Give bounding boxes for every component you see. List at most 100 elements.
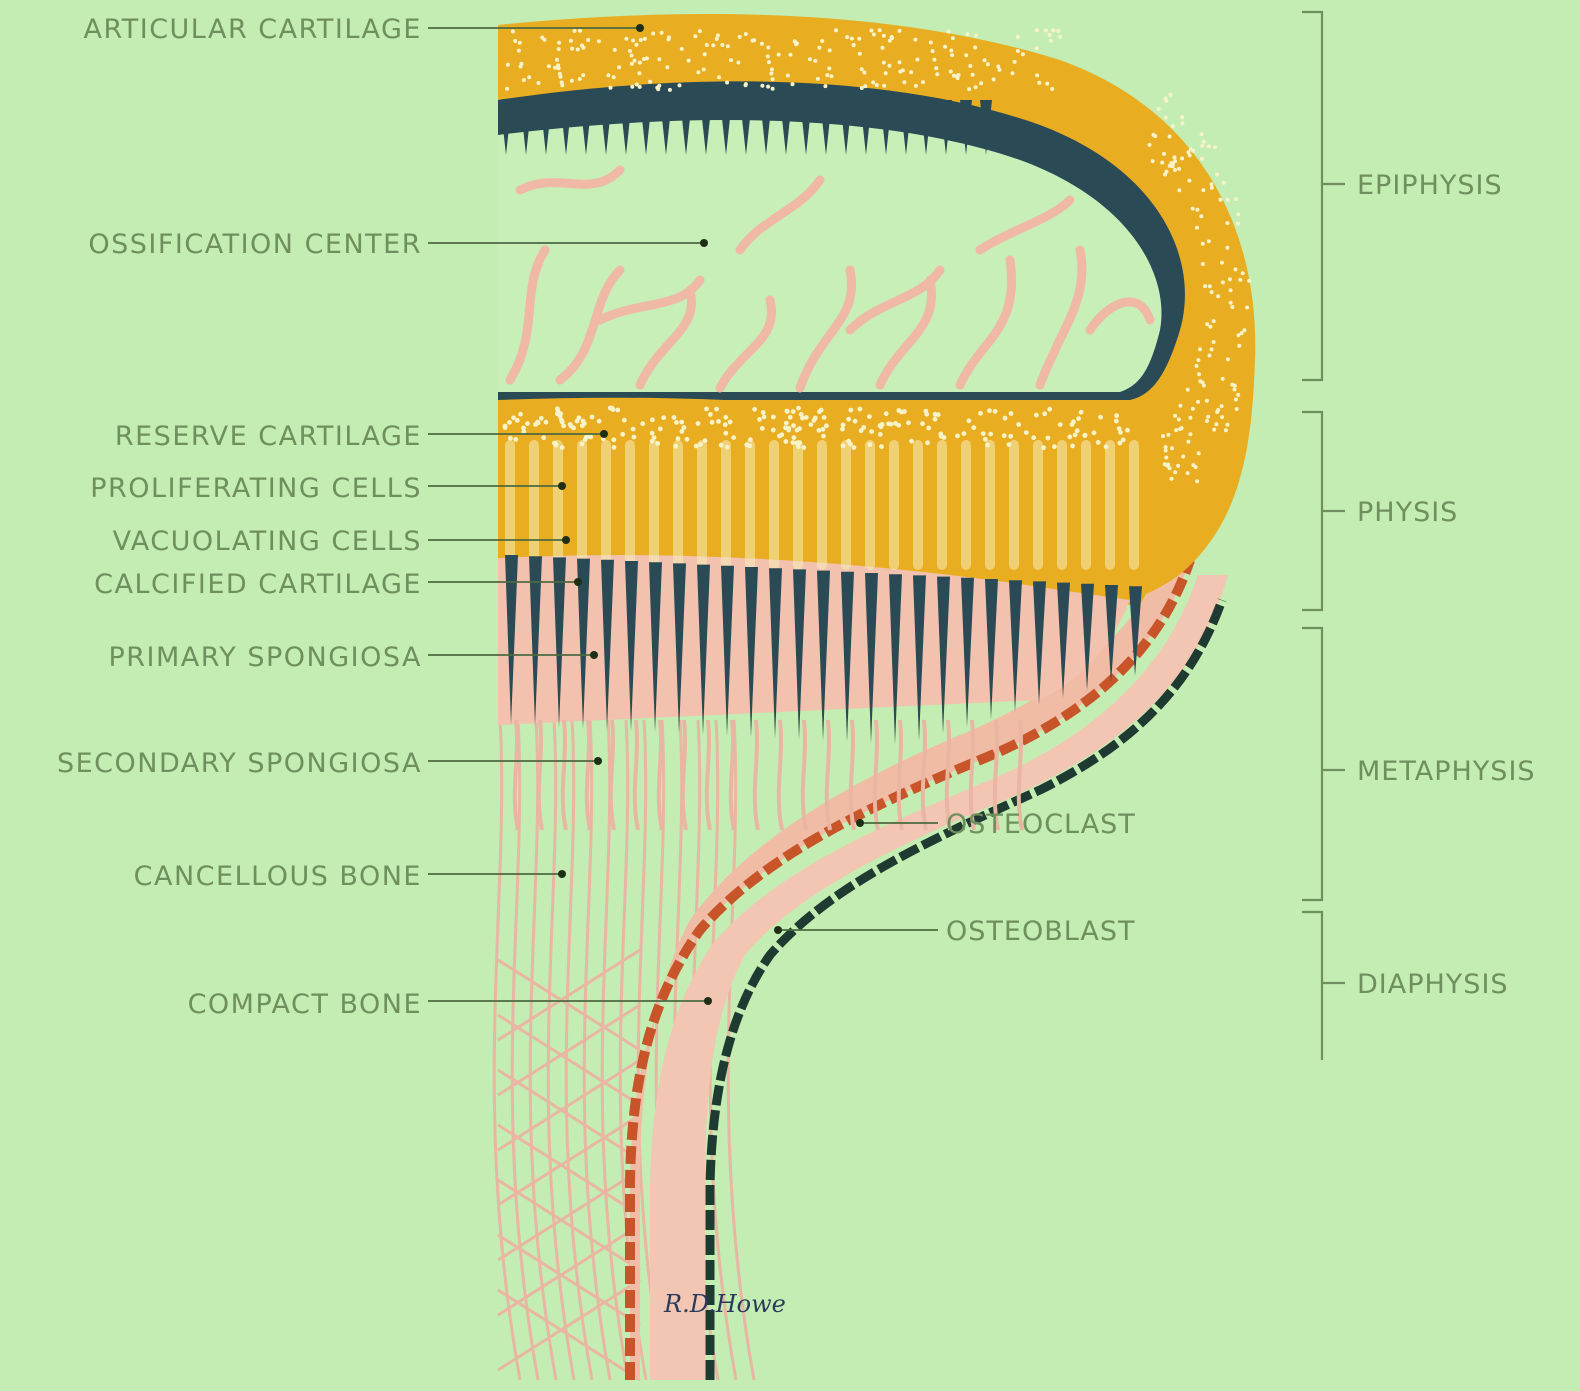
pointer-vacuolating-cells — [562, 536, 570, 544]
cartilage-cell — [906, 420, 911, 425]
cartilage-cell — [1067, 435, 1072, 440]
cell-column — [865, 440, 875, 570]
cartilage-cell — [761, 410, 766, 415]
cartilage-cell — [791, 82, 795, 86]
cartilage-cell — [1186, 150, 1190, 154]
cartilage-cell — [827, 67, 831, 71]
cartilage-cell — [840, 427, 845, 432]
cartilage-cell — [525, 421, 530, 426]
cartilage-cell — [797, 440, 802, 445]
cartilage-cell — [1229, 288, 1233, 292]
cartilage-cell — [710, 420, 715, 425]
cartilage-cell — [569, 424, 574, 429]
cartilage-cell — [925, 440, 930, 445]
cartilage-cell — [578, 29, 582, 33]
cartilage-cell — [777, 53, 781, 57]
cartilage-cell — [878, 432, 883, 437]
cartilage-cell — [901, 68, 905, 72]
cartilage-cell — [1168, 466, 1172, 470]
cartilage-cell — [1191, 407, 1195, 411]
cartilage-cell — [1037, 81, 1041, 85]
cartilage-cell — [1188, 416, 1192, 420]
cartilage-cell — [1035, 46, 1039, 50]
cartilage-cell — [609, 86, 613, 90]
cell-column — [937, 440, 947, 570]
cartilage-cell — [896, 423, 901, 428]
cartilage-cell — [1181, 455, 1185, 459]
label-proliferating-cells: PROLIFERATING CELLS — [90, 473, 422, 504]
cartilage-cell — [576, 48, 580, 52]
cartilage-cell — [539, 416, 544, 421]
cartilage-cell — [796, 406, 801, 411]
cartilage-cell — [860, 67, 864, 71]
spongiosa-strand — [635, 720, 638, 830]
cartilage-cell — [848, 408, 853, 413]
cartilage-cell — [771, 87, 775, 91]
cartilage-cell — [828, 48, 832, 52]
spongiosa-strand — [683, 720, 686, 830]
spongiosa-strand — [659, 720, 662, 830]
cartilage-cell — [968, 64, 972, 68]
cartilage-cell — [1071, 419, 1076, 424]
cartilage-cell — [693, 34, 697, 38]
cartilage-cell — [606, 73, 610, 77]
cartilage-cell — [971, 425, 976, 430]
cartilage-cell — [1201, 242, 1205, 246]
cartilage-cell — [870, 29, 874, 33]
cartilage-cell — [1058, 35, 1062, 39]
cell-column — [601, 440, 611, 570]
cartilage-cell — [860, 86, 864, 90]
cartilage-cell — [1092, 430, 1097, 435]
cartilage-cell — [728, 420, 733, 425]
cartilage-cell — [696, 70, 700, 74]
cartilage-cell — [586, 38, 590, 42]
cartilage-cell — [687, 59, 691, 63]
cartilage-cell — [929, 41, 933, 45]
spongiosa-strand — [611, 720, 614, 830]
cartilage-cell — [676, 436, 681, 441]
cartilage-cell — [1207, 239, 1211, 243]
cartilage-cell — [696, 421, 701, 426]
cartilage-cell — [1171, 124, 1175, 128]
bracket-physis — [1302, 412, 1345, 610]
cartilage-cell — [822, 415, 827, 420]
cartilage-cell — [1200, 157, 1204, 161]
cartilage-cell — [800, 416, 805, 421]
cartilage-cell — [505, 87, 509, 91]
cartilage-cell — [872, 33, 876, 37]
cartilage-cell — [983, 437, 988, 442]
cell-column — [577, 440, 587, 570]
cartilage-cell — [817, 46, 821, 50]
cartilage-cell — [657, 57, 661, 61]
cartilage-cell — [1165, 170, 1169, 174]
cartilage-cell — [581, 419, 586, 424]
cartilage-cell — [521, 426, 526, 431]
trabecula-line — [498, 1070, 640, 1160]
cartilage-cell — [1164, 116, 1168, 120]
cartilage-cell — [974, 85, 978, 89]
cartilage-cell — [770, 67, 774, 71]
cartilage-cell — [757, 417, 762, 422]
cartilage-cell — [812, 418, 817, 423]
cartilage-cell — [555, 58, 559, 62]
cartilage-cell — [962, 431, 967, 436]
cartilage-cell — [932, 58, 936, 62]
cartilage-cell — [650, 431, 655, 436]
cartilage-cell — [630, 54, 634, 58]
osteoblast-layer — [710, 600, 1222, 1380]
cartilage-cell — [949, 70, 953, 74]
cartilage-cell — [560, 83, 564, 87]
cartilage-cell — [1016, 422, 1021, 427]
cartilage-cell — [845, 35, 849, 39]
cartilage-cell — [950, 53, 954, 57]
cartilage-cell — [791, 440, 796, 445]
cartilage-cell — [857, 37, 861, 41]
cartilage-cell — [658, 427, 663, 432]
artist-signature: R.D.Howe — [663, 1290, 786, 1318]
cartilage-cell — [1177, 167, 1181, 171]
spongiosa-strand — [827, 720, 830, 830]
cartilage-cell — [1205, 399, 1209, 403]
cartilage-cell — [767, 60, 771, 64]
cell-column — [1081, 440, 1091, 570]
